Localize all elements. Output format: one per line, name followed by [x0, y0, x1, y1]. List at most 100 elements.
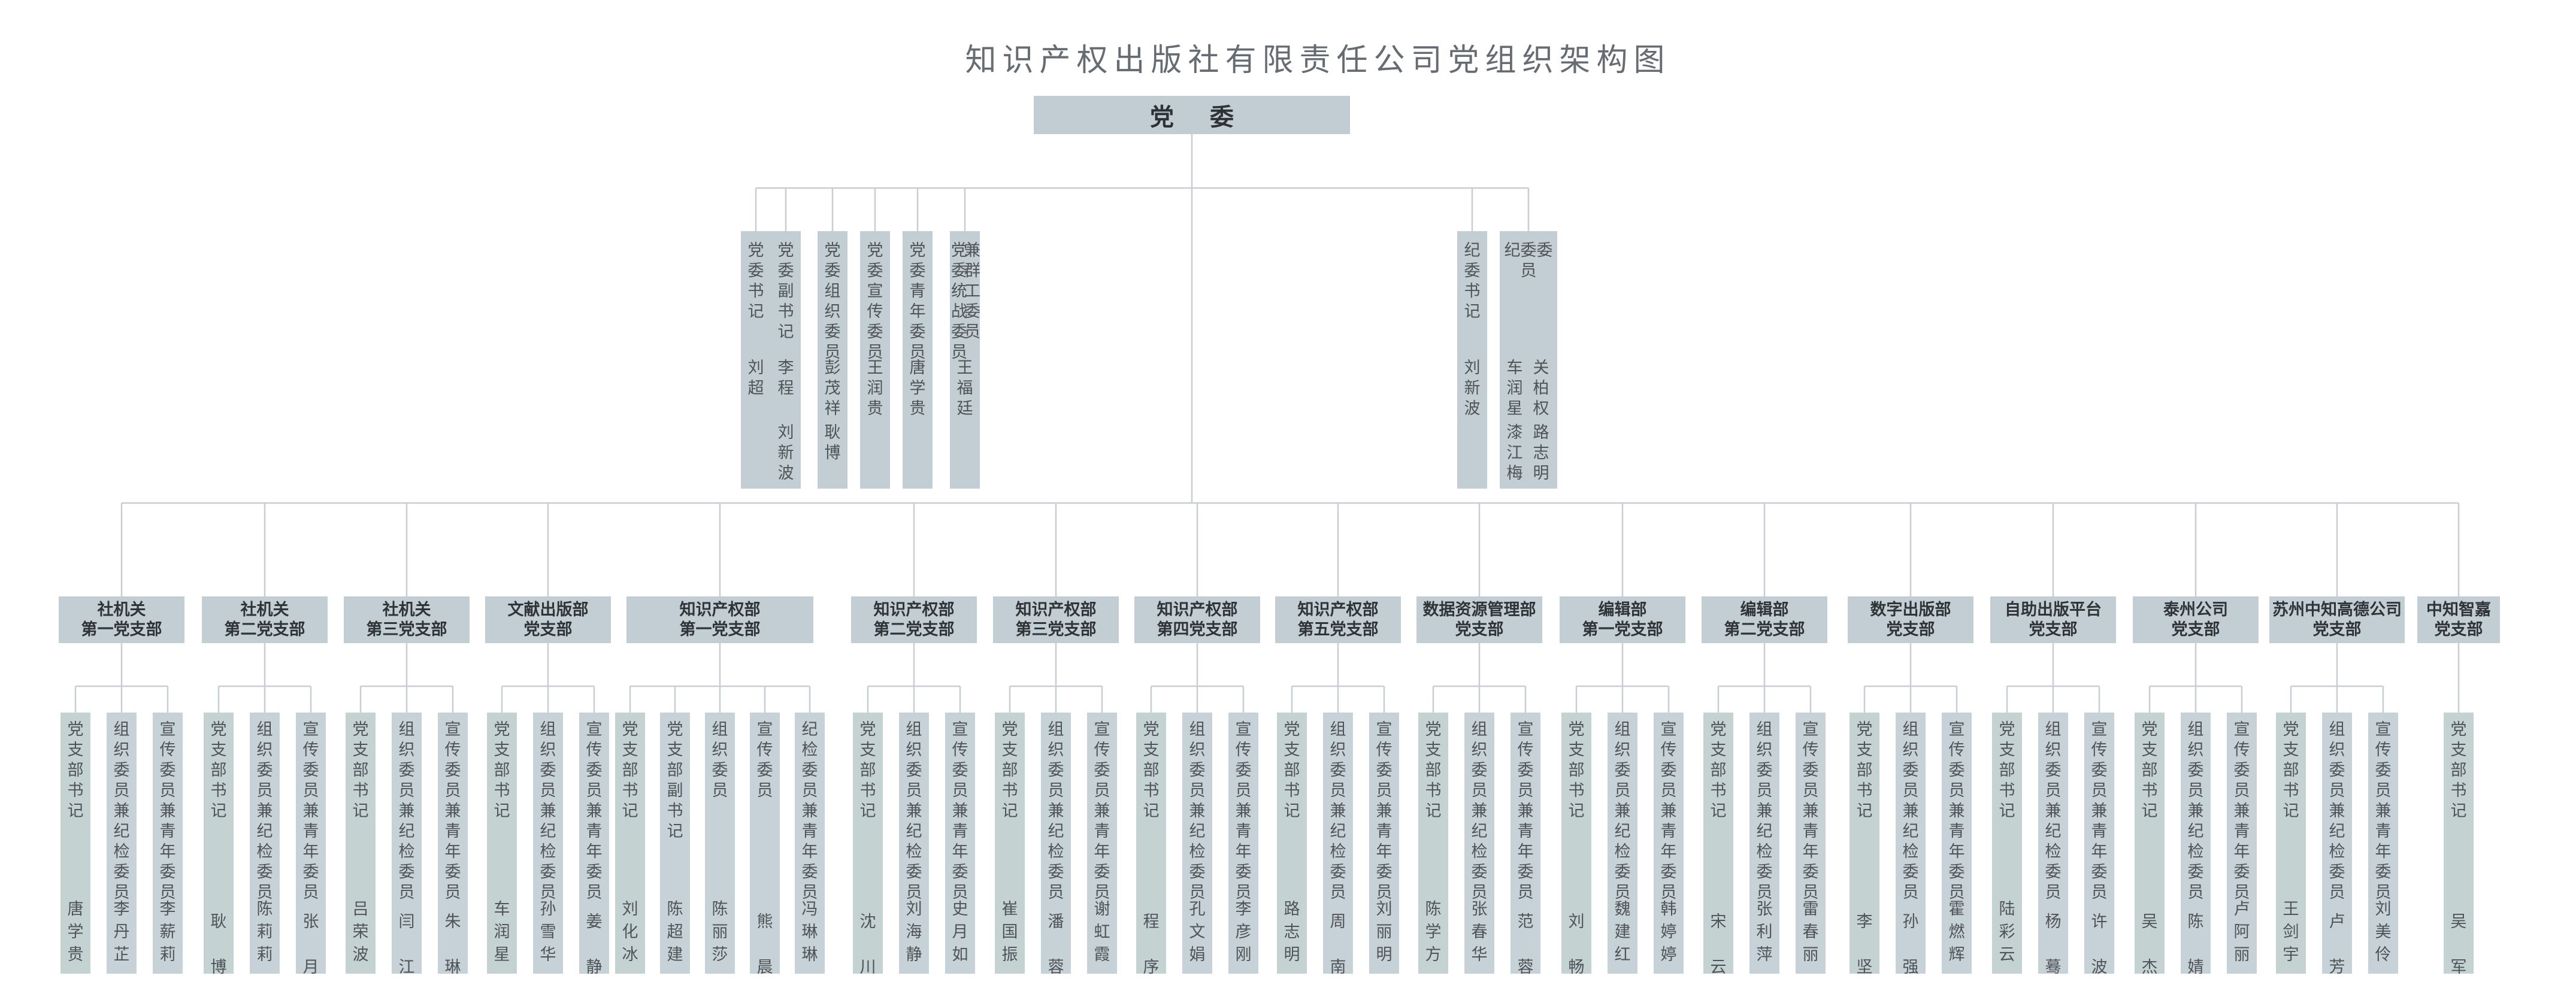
- member-name: 潘蓉: [1048, 913, 1064, 977]
- member-role-label: 组织委员兼纪检委员: [1048, 720, 1064, 902]
- member-role-label: 党支部书记: [1001, 720, 1018, 820]
- member-name: 史月如: [952, 900, 968, 964]
- branch-member-card: 党支部书记耿博: [204, 713, 234, 977]
- member-name: 崔国振: [1001, 900, 1018, 964]
- member-name: 李坚: [1856, 913, 1873, 977]
- member-name: 韩婷婷: [1660, 900, 1677, 964]
- branch-name-line: 编辑部: [1740, 601, 1789, 619]
- member-role-label: 组织委员兼纪检委员: [113, 720, 130, 902]
- member-role-label: 宣传委员兼青年委员: [1094, 720, 1110, 902]
- branch-member-card: 党支部书记吴军: [2444, 713, 2474, 977]
- branch-member-card: 党支部书记车润星: [487, 713, 517, 974]
- committee-role-label: 党委书记: [747, 241, 764, 321]
- member-role-label: 党支部书记: [2283, 720, 2299, 820]
- branch-node: 编辑部第一党支部: [1560, 596, 1685, 643]
- member-role-label: 党支部书记: [622, 720, 638, 820]
- member-name: 吕荣波: [352, 900, 369, 964]
- member-name: 许波: [2091, 913, 2108, 977]
- branch-member-card: 宣传委员兼青年委员韩婷婷: [1654, 713, 1684, 974]
- branch-name-line: 党支部: [1455, 620, 1504, 639]
- member-name: 孔文娟: [1189, 900, 1206, 964]
- member-name: 刘美伶: [2375, 900, 2392, 964]
- branch-name-line: 党支部: [1886, 620, 1935, 639]
- member-name: 路志明: [1284, 900, 1300, 964]
- branch-name-line: 第五党支部: [1297, 620, 1379, 639]
- branch-member-card: 宣传委员熊晨: [750, 713, 780, 977]
- member-name: 冯琳琳: [801, 900, 818, 964]
- branch-name-line: 第一党支部: [1582, 620, 1663, 639]
- committee-member-card: 党委副书记李程刘新波: [771, 231, 801, 489]
- committee-member-card: 党委组织委员彭茂祥耿博: [818, 231, 847, 489]
- branch-member-card: 党支部书记路志明: [1277, 713, 1307, 974]
- member-role-label: 组织委员兼纪检委员: [2329, 720, 2345, 902]
- member-role-label: 组织委员兼纪检委员: [2045, 720, 2062, 902]
- branch-node: 社机关第一党支部: [59, 596, 184, 643]
- committee-member-name: 唐学贵: [909, 359, 926, 418]
- committee-member-name: 王福廷: [956, 359, 973, 418]
- branch-member-card: 组织委员兼纪检委员孔文娟: [1182, 713, 1212, 974]
- member-role-label: 党支部书记: [1710, 720, 1727, 820]
- member-name: 吴军: [2450, 913, 2467, 977]
- member-name: 谢虹霞: [1094, 900, 1110, 964]
- branch-node: 泰州公司党支部: [2133, 596, 2259, 643]
- branch-member-card: 党支部书记吕荣波: [346, 713, 376, 974]
- branch-name-line: 党支部: [2434, 620, 2483, 639]
- member-role-label: 宣传委员兼青年委员: [1376, 720, 1393, 902]
- member-role-label: 宣传委员兼青年委员: [2233, 720, 2250, 902]
- member-role-label: 党支部书记: [67, 720, 84, 820]
- committee-role-label: 纪委委员: [1504, 241, 1553, 280]
- member-role-label: 组织委员兼纪检委员: [398, 720, 415, 902]
- branch-member-card: 组织委员兼纪检委员孙雪华: [533, 713, 563, 974]
- branch-name-line: 数据资源管理部: [1422, 601, 1536, 619]
- branch-node: 知识产权部第三党支部: [993, 596, 1119, 643]
- member-name: 孙雪华: [540, 900, 556, 964]
- member-name: 杨蓦: [2045, 913, 2062, 977]
- branch-member-card: 宣传委员兼青年委员霍燃辉: [1942, 713, 1972, 974]
- member-name: 张月: [302, 913, 319, 977]
- committee-role-label: 党委青年委员: [909, 241, 926, 362]
- committee-member-name: 王润贵: [867, 359, 883, 418]
- committee-role-label: 党委组织委员: [824, 241, 841, 362]
- member-role-label: 组织委员兼纪检委员: [1330, 720, 1346, 902]
- member-name: 张利萍: [1756, 900, 1773, 964]
- branch-name-line: 自助出版平台: [2005, 601, 2102, 619]
- member-role-label: 党支部书记: [210, 720, 227, 820]
- member-name: 陈莉莉: [256, 900, 273, 964]
- branch-member-card: 党支部书记崔国振: [995, 713, 1025, 974]
- branch-node: 中知智嘉党支部: [2417, 596, 2500, 643]
- branch-name-line: 知识产权部: [679, 601, 761, 619]
- member-role-label: 党支部书记: [2450, 720, 2467, 820]
- branch-name-line: 知识产权部: [1297, 601, 1379, 619]
- branch-member-card: 党支部书记吴杰: [2135, 713, 2165, 977]
- member-role-label: 组织委员兼纪检委员: [1756, 720, 1773, 902]
- member-name: 陈超建: [667, 900, 683, 964]
- member-role-label: 宣传委员兼青年委员: [444, 720, 461, 902]
- member-name: 王剑宇: [2283, 900, 2299, 964]
- member-name: 李彦刚: [1235, 900, 1252, 964]
- branch-member-card: 党支部书记刘畅: [1561, 713, 1591, 977]
- branch-name-line: 中知智嘉: [2426, 601, 2491, 619]
- branch-node: 知识产权部第四党支部: [1134, 596, 1260, 643]
- member-name: 孙强: [1902, 913, 1919, 977]
- committee-role-label: 纪委书记: [1464, 241, 1481, 321]
- branch-member-card: 宣传委员兼青年委员雷春丽: [1796, 713, 1826, 974]
- branch-member-card: 组织委员兼纪检委员李丹芷: [107, 713, 137, 974]
- member-name: 沈川: [859, 913, 876, 977]
- branch-node: 文献出版部党支部: [485, 596, 611, 643]
- branch-member-card: 宣传委员兼青年委员李薪莉: [153, 713, 183, 974]
- branch-name-line: 第二党支部: [873, 620, 955, 639]
- committee-role-label: 兼群工委员: [964, 241, 980, 341]
- branch-name-line: 知识产权部: [1157, 601, 1238, 619]
- member-role-label: 宣传委员兼青年委员: [586, 720, 603, 902]
- member-role-label: 组织委员兼纪检委员: [1902, 720, 1919, 902]
- page-title: 知识产权出版社有限责任公司党组织架构图: [965, 43, 1671, 78]
- root-node-party-committee: 党委: [1034, 96, 1350, 134]
- member-role-label: 组织委员: [712, 720, 728, 800]
- member-role-label: 宣传委员兼青年委员: [1235, 720, 1252, 902]
- member-role-label: 党支部书记: [1568, 720, 1585, 820]
- branch-name-line: 社机关: [382, 601, 431, 619]
- member-role-label: 宣传委员兼青年委员: [1660, 720, 1677, 902]
- branch-member-card: 党支部副书记陈超建: [660, 713, 690, 974]
